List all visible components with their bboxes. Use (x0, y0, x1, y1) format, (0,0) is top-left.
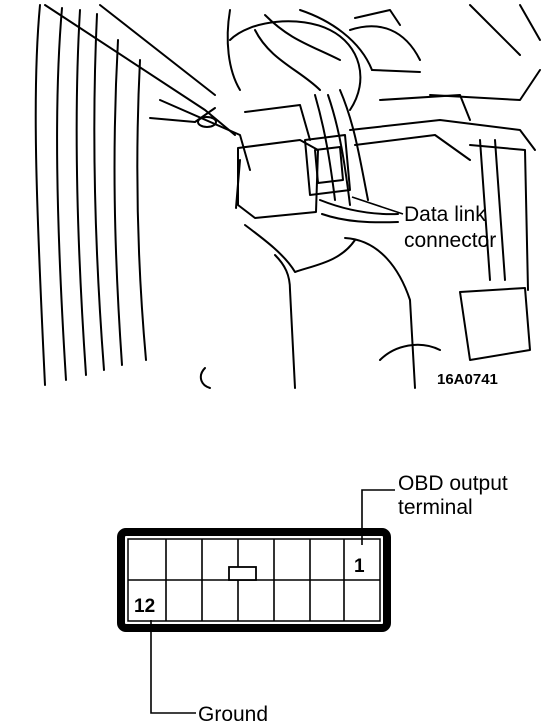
obd-label-line2: terminal (398, 496, 473, 519)
data-link-leader (351, 196, 404, 215)
data-link-label-line1: Data link (404, 203, 486, 226)
pin-1-label: 1 (354, 556, 365, 577)
data-link-label-line2: connector (404, 229, 496, 252)
dashboard-illustration (34, 4, 541, 389)
ground-leader (150, 620, 196, 714)
pin-12-label: 12 (134, 596, 155, 617)
figure-code: 16A0741 (437, 371, 498, 388)
connector-face: 1 12 (117, 528, 391, 632)
obd-leader (361, 489, 395, 545)
ground-label: Ground (198, 703, 268, 726)
obd-label-line1: OBD output (398, 472, 508, 495)
connector-key (228, 566, 257, 581)
